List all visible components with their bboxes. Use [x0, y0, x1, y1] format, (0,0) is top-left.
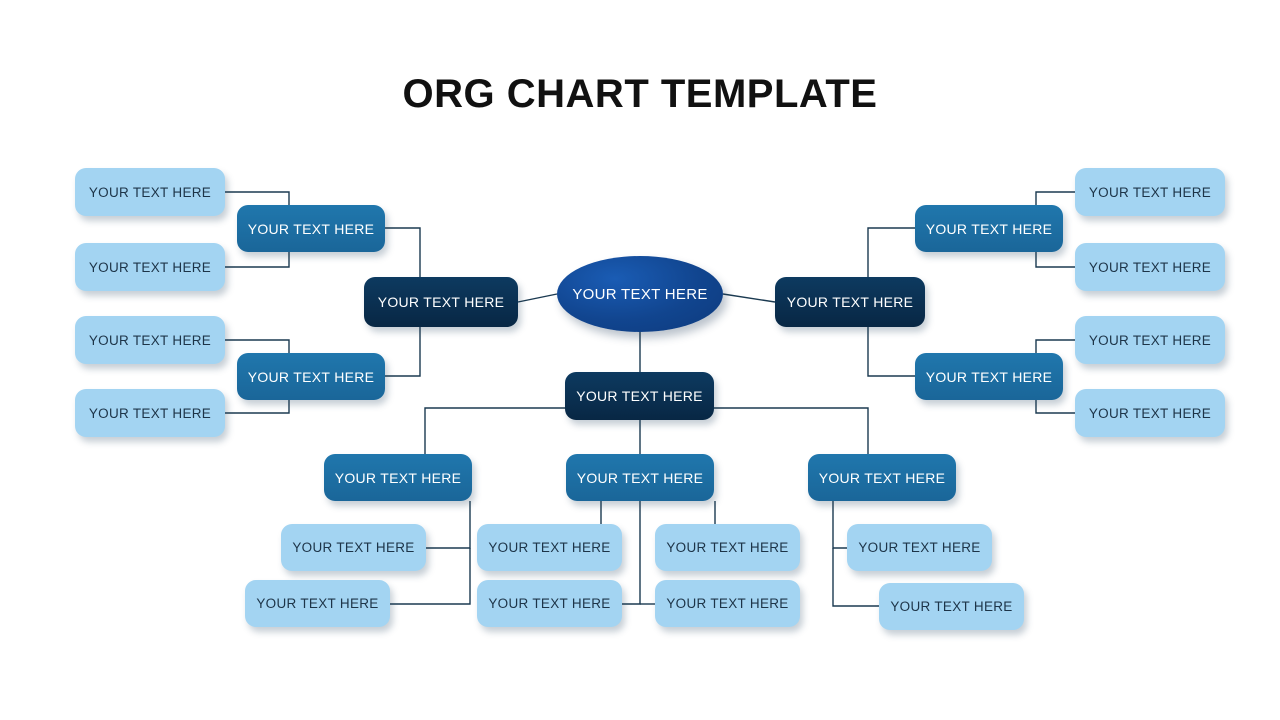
node-left-leaf-1[interactable]: YOUR TEXT HERE [75, 168, 225, 216]
node-right-sub-lower[interactable]: YOUR TEXT HERE [915, 353, 1063, 400]
node-bottom-left-leaf-1[interactable]: YOUR TEXT HERE [281, 524, 426, 571]
node-right-sub-upper[interactable]: YOUR TEXT HERE [915, 205, 1063, 252]
node-left-sub-lower[interactable]: YOUR TEXT HERE [237, 353, 385, 400]
node-bottom-center-leaf-1[interactable]: YOUR TEXT HERE [477, 524, 622, 571]
edge-b1a-to-b1a1 [426, 501, 471, 549]
node-bottom-branch[interactable]: YOUR TEXT HERE [565, 372, 714, 420]
node-left-branch[interactable]: YOUR TEXT HERE [364, 277, 518, 327]
node-bottom-left-leaf-2[interactable]: YOUR TEXT HERE [245, 580, 390, 627]
node-right-branch[interactable]: YOUR TEXT HERE [775, 277, 925, 327]
node-right-leaf-3[interactable]: YOUR TEXT HERE [1075, 316, 1225, 364]
edge-b1c-to-b1c1 [832, 501, 847, 549]
node-bottom-sub-center[interactable]: YOUR TEXT HERE [566, 454, 714, 501]
node-right-leaf-4[interactable]: YOUR TEXT HERE [1075, 389, 1225, 437]
edge-b1b-to-b1b2 [622, 501, 641, 605]
node-root[interactable]: YOUR TEXT HERE [557, 256, 723, 332]
node-left-leaf-4[interactable]: YOUR TEXT HERE [75, 389, 225, 437]
edge-root-l1 [517, 293, 558, 303]
node-left-leaf-2[interactable]: YOUR TEXT HERE [75, 243, 225, 291]
node-left-sub-upper[interactable]: YOUR TEXT HERE [237, 205, 385, 252]
node-left-leaf-3[interactable]: YOUR TEXT HERE [75, 316, 225, 364]
edge-b1-to-b1a [424, 407, 565, 454]
node-bottom-sub-right[interactable]: YOUR TEXT HERE [808, 454, 956, 501]
page-title: ORG CHART TEMPLATE [402, 72, 878, 116]
edge-root-r1 [722, 293, 776, 303]
node-bottom-right-leaf-2[interactable]: YOUR TEXT HERE [879, 583, 1024, 630]
node-bottom-center-leaf-4[interactable]: YOUR TEXT HERE [655, 580, 800, 627]
node-bottom-center-leaf-2[interactable]: YOUR TEXT HERE [477, 580, 622, 627]
node-right-leaf-2[interactable]: YOUR TEXT HERE [1075, 243, 1225, 291]
node-bottom-center-leaf-3[interactable]: YOUR TEXT HERE [655, 524, 800, 571]
edge-b1-to-b1c [714, 407, 869, 454]
node-bottom-right-leaf-1[interactable]: YOUR TEXT HERE [847, 524, 992, 571]
node-right-leaf-1[interactable]: YOUR TEXT HERE [1075, 168, 1225, 216]
node-bottom-sub-left[interactable]: YOUR TEXT HERE [324, 454, 472, 501]
